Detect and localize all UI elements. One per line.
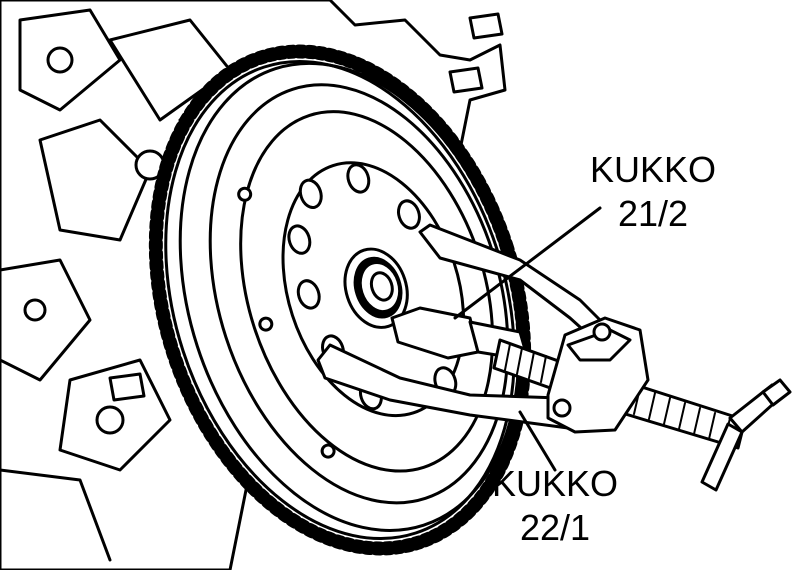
callout-a-name: KUKKO bbox=[589, 149, 717, 190]
callout-label-puller-a: KUKKO 21/2 bbox=[568, 148, 738, 236]
callout-label-puller-b: KUKKO 22/1 bbox=[470, 462, 640, 550]
callout-a-code: 21/2 bbox=[617, 193, 689, 234]
callout-leader-b bbox=[518, 410, 557, 472]
t-handle bbox=[700, 378, 792, 492]
callout-b-name: KUKKO bbox=[491, 463, 619, 504]
callout-leader-a bbox=[453, 206, 602, 320]
flywheel bbox=[148, 44, 532, 556]
puller-tool bbox=[316, 223, 792, 492]
callout-b-code: 22/1 bbox=[519, 507, 591, 548]
pilot-bearing bbox=[343, 247, 409, 329]
